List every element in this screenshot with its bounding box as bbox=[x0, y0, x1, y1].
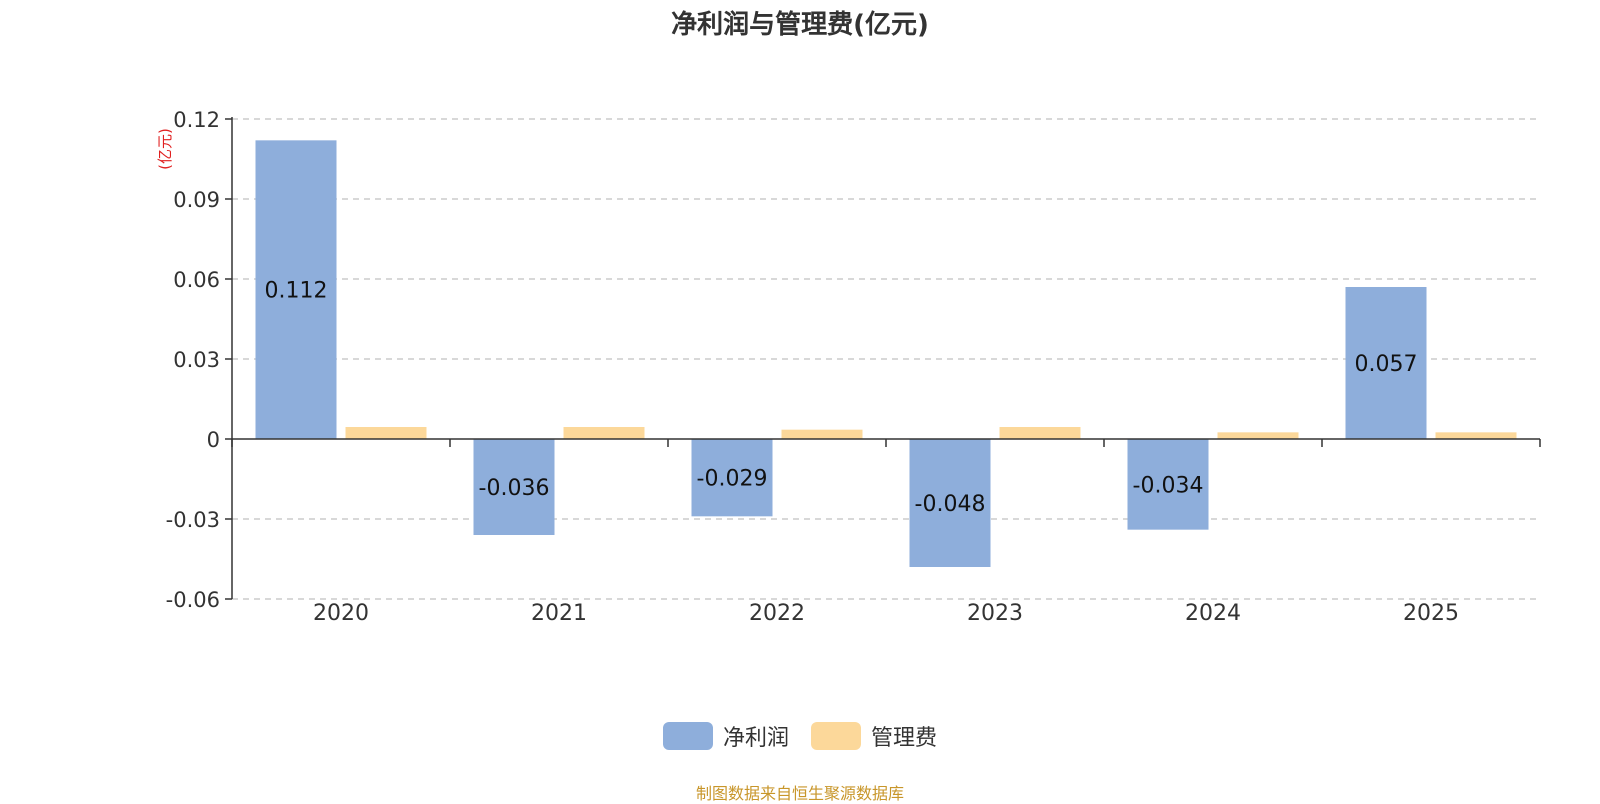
data-label-2025: 0.057 bbox=[1355, 352, 1418, 377]
bar-admin-expense-2023 bbox=[999, 427, 1081, 439]
legend-item-admin-expense[interactable]: 管理费 bbox=[811, 720, 937, 752]
y-tick-label-3: 0.03 bbox=[173, 348, 220, 372]
data-label-2021: -0.036 bbox=[479, 476, 550, 501]
data-label-2024: -0.034 bbox=[1133, 473, 1204, 498]
y-tick-label-2: 0.06 bbox=[173, 268, 220, 292]
legend-swatch-admin-expense bbox=[811, 722, 861, 750]
axis-layer: 0.12 0.09 0.06 0.03 0 -0.03 -0.06 (亿元) 2020 2021 2… bbox=[156, 108, 1541, 626]
x-tick-label-2023: 2023 bbox=[967, 601, 1023, 626]
bar-layer bbox=[255, 140, 1517, 567]
bar-net-profit-2022 bbox=[691, 439, 773, 517]
bar-net-profit-2024 bbox=[1127, 439, 1209, 530]
y-tick-label-4: 0 bbox=[207, 428, 220, 452]
x-tick-label-2022: 2022 bbox=[749, 601, 805, 626]
legend-item-net-profit[interactable]: 净利润 bbox=[662, 720, 789, 752]
bar-net-profit-2023 bbox=[909, 439, 991, 567]
bar-net-profit-2025 bbox=[1345, 287, 1427, 439]
bar-admin-expense-2021 bbox=[563, 427, 645, 439]
bar-admin-expense-2025 bbox=[1435, 432, 1517, 439]
legend: 净利润 管理费 bbox=[0, 720, 1600, 752]
legend-swatch-net-profit bbox=[662, 722, 713, 750]
source-note: 制图数据来自恒生聚源数据库 bbox=[695, 784, 904, 803]
chart-title: 净利润与管理费(亿元) bbox=[671, 10, 929, 40]
y-tick-label-5: -0.03 bbox=[166, 508, 220, 532]
bar-net-profit-2020 bbox=[255, 140, 337, 440]
y-tick-label-1: 0.09 bbox=[173, 188, 220, 212]
bar-admin-expense-2024 bbox=[1217, 432, 1299, 439]
bar-admin-expense-2020 bbox=[345, 427, 427, 439]
x-tick-label-2021: 2021 bbox=[531, 601, 587, 626]
x-tick-label-2024: 2024 bbox=[1185, 601, 1241, 626]
y-tick-label-6: -0.06 bbox=[166, 588, 220, 612]
data-label-2020: 0.112 bbox=[265, 279, 328, 304]
x-tick-label-2025: 2025 bbox=[1403, 601, 1459, 626]
legend-label-net-profit: 净利润 bbox=[722, 726, 789, 751]
data-label-2023: -0.048 bbox=[915, 492, 986, 517]
legend-label-admin-expense: 管理费 bbox=[871, 726, 938, 751]
bar-net-profit-2021 bbox=[473, 439, 555, 535]
bar-admin-expense-2022 bbox=[781, 429, 863, 439]
data-label-2022: -0.029 bbox=[697, 467, 768, 492]
y-tick-label-0: 0.12 bbox=[173, 108, 220, 132]
y-axis-label: (亿元) bbox=[156, 128, 174, 170]
x-tick-label-2020: 2020 bbox=[313, 601, 369, 626]
label-layer: 0.112 -0.036 -0.029 -0.048 -0.034 0.057 bbox=[265, 279, 1418, 517]
grid-layer bbox=[232, 118, 1540, 600]
